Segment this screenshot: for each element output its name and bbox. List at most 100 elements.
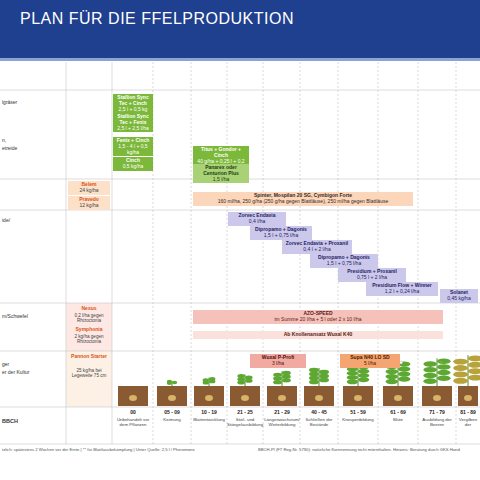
- product-note: 2 kg/ha gegen Rhizoctonia: [68, 334, 110, 345]
- leaf: [468, 355, 480, 361]
- tuber: [464, 395, 472, 401]
- leaf: [398, 371, 410, 376]
- dose-text: 0,4 l/ha: [230, 219, 284, 225]
- bbch-stage: 61 - 69: [380, 410, 416, 416]
- product-name: Fenix + Cinch: [115, 138, 151, 144]
- row-label: ide/: [2, 218, 64, 224]
- leaf: [282, 371, 291, 375]
- bbch-stage: 00: [115, 410, 151, 416]
- product-note: Nexus: [68, 306, 110, 312]
- leaf: [437, 370, 451, 376]
- leaf: [203, 378, 209, 382]
- leaf: [347, 375, 358, 380]
- herbicide-box: Panarex oder Centurion Plus1,5 l/ha: [193, 164, 249, 183]
- bbch-stage: 81 - 89: [457, 410, 479, 416]
- product-note: 0,2 l/ha gegen Rhizoctonia: [68, 313, 110, 324]
- berry: [440, 361, 443, 364]
- product-name: Zorvec Endavia + Proxanil: [284, 241, 350, 247]
- starter-cell: [66, 351, 112, 407]
- bbch-stage: 21 - 25: [227, 410, 263, 416]
- bbch-stage: 21 - 29: [264, 410, 300, 416]
- leaf: [319, 378, 329, 383]
- bbch-stage: Blattentwicklung: [191, 417, 227, 422]
- fertilizer-band: Ab Knollenansatz Wuxal K40: [193, 331, 443, 339]
- product-name: Dipropamo + Dagonis: [252, 227, 310, 233]
- fungicide-box: Zorvec Endavia + Proxanil0,4 l + 2 l/ha: [282, 240, 352, 254]
- bbch-stage: Ausbildung der Beeren: [419, 417, 455, 427]
- dose-text: 1,2 l + 0,24 l/ha: [368, 289, 436, 295]
- product-name: Supa N40 LO SD: [342, 355, 398, 361]
- leaf: [386, 379, 398, 384]
- soil: [383, 386, 413, 406]
- tuber: [394, 395, 402, 401]
- dose-text: 0,45 kg/ha: [442, 296, 476, 302]
- product-note: 25 kg/ha bei Legeweite 75 cm: [68, 368, 110, 379]
- soil: [267, 386, 297, 406]
- product-name: Ab Knollenansatz Wuxal K40: [195, 332, 441, 338]
- leaf: [386, 369, 398, 374]
- leaf: [453, 359, 468, 365]
- leaf: [237, 374, 245, 378]
- insecticide-box: Belem24 kg/ha: [68, 181, 110, 195]
- dose-text: 1,5 l + 0,75 l/ha: [252, 233, 310, 239]
- dose-text: 1,5 - 4 l + 0,5 kg/ha: [115, 144, 151, 156]
- bbch-stage: 05 - 09: [154, 410, 190, 416]
- leaf: [423, 361, 437, 367]
- fert-cell: [66, 303, 112, 351]
- tuber: [168, 395, 176, 401]
- leaf: [453, 371, 468, 377]
- fungicide-box: Presidium + Proxanil0,75 l + 2 l/ha: [338, 268, 406, 282]
- fungicide-box: Dipropamo + Dagonis1,5 l + 0,75 l/ha: [250, 226, 312, 240]
- soil: [157, 386, 187, 406]
- leaf: [358, 373, 369, 378]
- leaf: [453, 378, 468, 384]
- soil: [304, 386, 334, 406]
- product-name: Pravedo: [70, 197, 108, 203]
- bbch-stage: Vergilben der: [457, 417, 479, 427]
- leaf: [437, 376, 451, 382]
- tuber: [433, 395, 441, 401]
- fungicide-box: Dipropamo + Dagonis1,5 l + 0,75 l/ha: [310, 254, 378, 268]
- tuber: [315, 395, 323, 401]
- leaf: [386, 374, 398, 379]
- product-name: Dipropamo + Dagonis: [312, 255, 376, 261]
- leaf: [468, 362, 480, 368]
- leaf: [358, 377, 369, 382]
- product-note: Pannon Starter: [68, 354, 110, 360]
- row-label: BBCH: [2, 418, 64, 424]
- dose-text: 1,5 l/ha: [195, 177, 247, 183]
- row-label: n,: [2, 138, 64, 144]
- header-rule: [0, 58, 480, 61]
- product-name: Cinch: [115, 158, 151, 164]
- fertilizer-band: AZO-SPEEDim Summe 20 l/ha + 5 l oder 2 x…: [193, 310, 443, 324]
- tuber: [241, 395, 249, 401]
- product-name: Wuxal P-Profi: [252, 355, 304, 361]
- dose-text: 160 ml/ha, 250 g/ha (250 g/ha gegen Blat…: [195, 199, 411, 205]
- fungicide-box: Solanet0,45 kg/ha: [440, 289, 478, 303]
- leaf: [347, 371, 358, 376]
- bbch-stage: Unbehandelt vor dem Pflanzen: [115, 417, 151, 427]
- tuber: [354, 395, 362, 401]
- bbch-stage: Schließen der Bestände: [301, 417, 337, 427]
- bbch-stage: Längenwachstum/ Weiterbildung: [264, 417, 300, 427]
- leaf: [273, 373, 282, 377]
- product-name: Titus + Gondor + Cinch: [195, 147, 247, 159]
- bbch-stage: Blüte: [380, 417, 416, 422]
- product-name: Stallion Sync Tec + Fenix: [115, 114, 151, 126]
- insecticide-band: Spinter, Mospilan 20 SG, Cymbigon Forte1…: [193, 192, 413, 206]
- page-title: PLAN FÜR DIE FFELPRODUKTION: [20, 8, 320, 30]
- dose-text: 3 l/ha: [252, 361, 304, 367]
- footnote: BBCH-Pl (FT Reg-Nr. 5790): natürliche Ko…: [258, 448, 476, 453]
- leaf: [423, 378, 437, 384]
- tuber: [278, 395, 286, 401]
- soil: [230, 386, 260, 406]
- soil: [458, 386, 478, 406]
- bbch-stage: 71 - 79: [419, 410, 455, 416]
- row-label: m/Schwefel: [2, 314, 64, 320]
- leaf: [437, 364, 451, 370]
- product-name: Stallion Sync Tec + Cinch: [115, 95, 151, 107]
- leaf: [319, 374, 329, 379]
- leaf: [209, 377, 215, 381]
